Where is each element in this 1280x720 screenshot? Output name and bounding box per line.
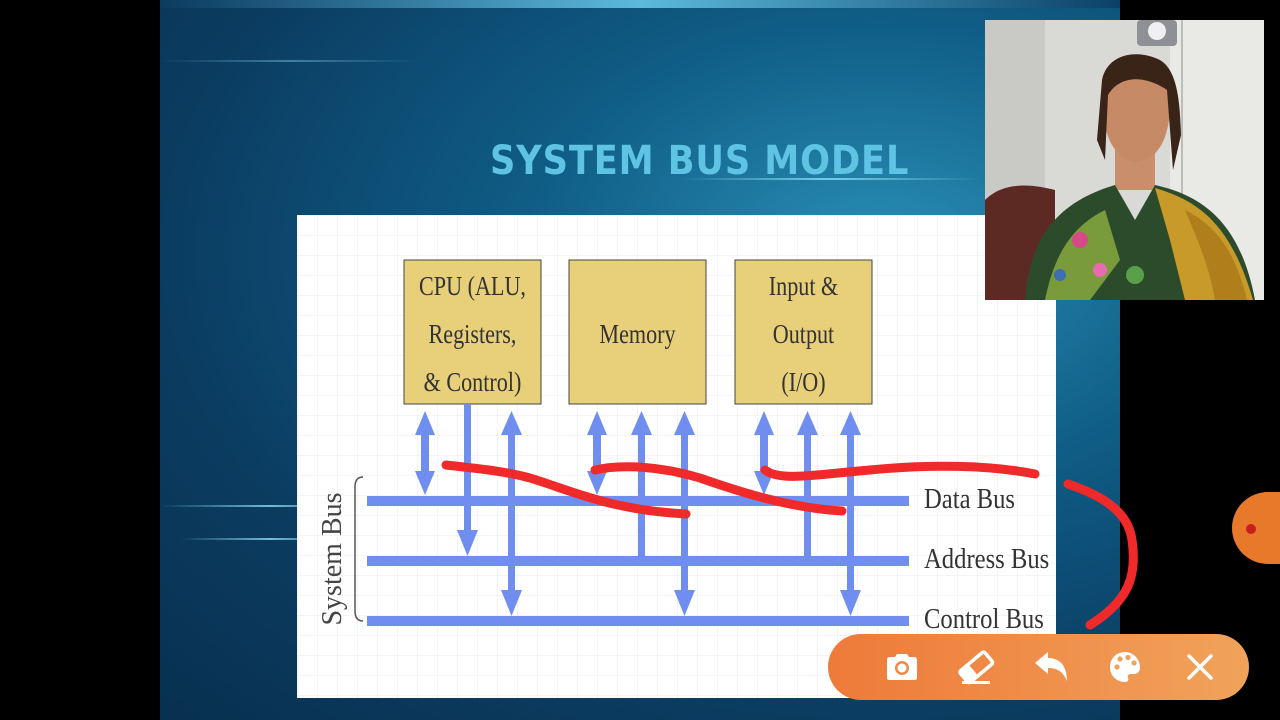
memory-data-arrow [587,411,607,495]
cpu-box: CPU (ALU, Registers, & Control) [403,259,542,405]
close-button[interactable] [1175,642,1225,692]
red-stroke-3 [760,461,1040,481]
webcam-person [985,54,1255,300]
webcam-overlay [985,20,1264,300]
red-bracket-stroke [1063,479,1138,630]
io-box: Input & Output (I/O) [734,259,873,405]
data-bus-label: Data Bus [924,482,1015,514]
memory-address-arrow [631,411,652,556]
light-streak [680,178,980,180]
close-icon [1186,654,1213,680]
slide-title: SYSTEM BUS MODEL [490,138,910,184]
system-bus-diagram: CPU (ALU, Registers, & Control) Memory I… [297,215,1056,698]
system-bus-label: System Bus [317,492,348,625]
control-bus-line [367,616,909,626]
undo-button[interactable] [1026,642,1076,692]
camera-icon [886,654,917,680]
undo-icon [1034,652,1067,681]
annotation-toolbar [828,634,1249,700]
io-address-arrow [797,411,818,556]
screenshot-button[interactable] [877,642,927,692]
slide-top-glow [160,0,1120,8]
control-bus-label: Control Bus [924,602,1044,634]
cpu-label-line-3: & Control) [424,368,522,398]
memory-box: Memory [568,259,707,405]
cpu-control-arrow [501,411,522,616]
cpu-data-arrow [415,411,435,495]
light-streak [180,538,360,540]
system-bus-bracket [354,476,364,622]
address-bus-line [367,556,909,566]
color-palette-button[interactable] [1100,642,1150,692]
red-stroke-1 [441,460,691,519]
red-stroke-2 [590,462,847,516]
address-bus-label: Address Bus [924,542,1049,574]
memory-label: Memory [599,320,676,350]
palette-icon [1110,652,1140,682]
cpu-label-line-2: Registers, [429,320,517,350]
io-label-line-3: (I/O) [781,368,825,398]
record-dot-icon [1246,524,1256,534]
eraser-button[interactable] [951,642,1001,692]
light-streak [160,505,380,507]
webcam-door-edge [1181,20,1183,300]
io-label-line-1: Input & [769,272,838,302]
io-control-arrow [840,411,861,616]
io-label-line-2: Output [773,320,835,350]
light-streak [160,60,420,62]
eraser-icon [958,650,995,685]
cpu-label-line-1: CPU (ALU, [419,272,526,302]
wall-clock [1137,20,1177,46]
